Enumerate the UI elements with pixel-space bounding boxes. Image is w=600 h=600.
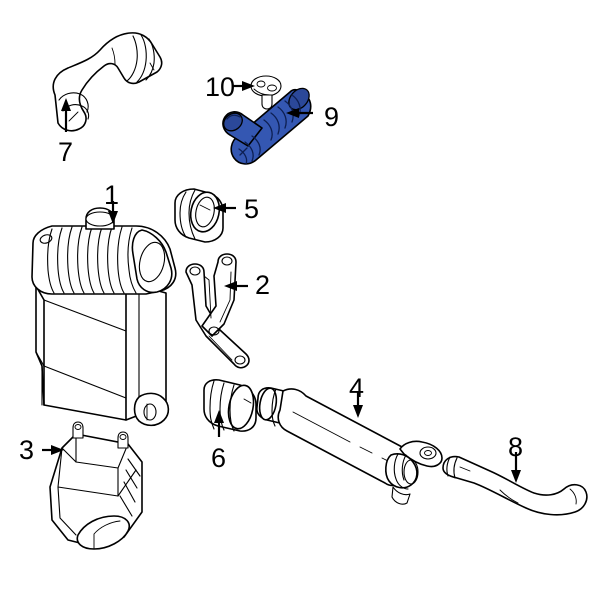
part-4-charge-air-tube[interactable] [256,387,443,505]
callout-label-3: 3 [19,435,35,465]
part-8-lower-charge-air-hose[interactable] [442,455,588,516]
callout-label-2: 2 [255,270,271,300]
part-10-hose-clamp[interactable] [250,75,282,110]
part-1-intercooler[interactable] [31,207,177,427]
callout-7-leader [61,98,71,132]
part-5-air-hose-sleeve[interactable] [174,188,224,243]
callout-3-leader [42,445,64,455]
callout-label-7: 7 [58,137,74,167]
callout-label-4: 4 [349,373,365,403]
part-9-turbocharger-air-outlet-hose[interactable] [220,84,313,165]
callout-label-5: 5 [244,194,260,224]
callout-5-leader [213,203,236,213]
callout-1-leader [108,201,118,224]
part-2-intercooler-mounting-bracket[interactable] [185,253,250,369]
callout-label-1: 1 [104,180,120,210]
callout-10-leader [233,81,255,91]
callout-8-leader [511,452,521,483]
callout-label-6: 6 [211,443,227,473]
part-6-air-hose-connector[interactable] [203,379,257,432]
callout-6-leader [214,410,224,437]
callout-label-9: 9 [324,102,340,132]
callout-2-leader [224,281,248,291]
callout-9-leader [286,108,313,118]
callout-4-leader [353,391,363,418]
callout-label-10: 10 [205,72,236,102]
part-3-air-duct-scoop[interactable] [49,421,143,550]
part-7-curved-air-inlet-hose[interactable] [52,32,163,132]
callout-label-8: 8 [508,432,524,462]
